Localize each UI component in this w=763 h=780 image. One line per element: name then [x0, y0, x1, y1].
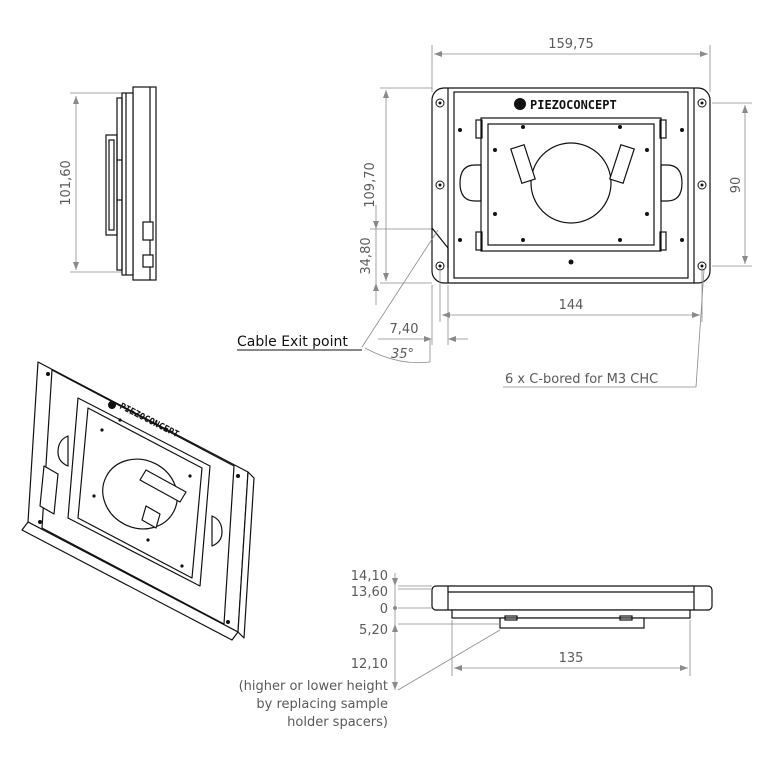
- cable-exit-label: Cable Exit point: [237, 334, 348, 350]
- cable-offset-label: 7,40: [390, 322, 419, 337]
- height-0: 0: [380, 602, 388, 617]
- height-1210: 12,10: [351, 657, 388, 672]
- cable-height-label: 34,80: [359, 237, 374, 274]
- height-note-1: (higher or lower height: [239, 679, 388, 694]
- height-note-3: holder spacers): [287, 715, 388, 730]
- side-height-label: 101,60: [59, 160, 74, 206]
- front-height-label: 109,70: [363, 162, 378, 208]
- cable-angle-label: 35°: [391, 347, 414, 362]
- isometric-view: PIEZOCONCEPT: [21, 361, 255, 641]
- mount-holes: [435, 98, 707, 271]
- brand-name: PIEZOCONCEPT: [530, 98, 617, 112]
- front-view: 159,75 109,70 34,80 90: [237, 37, 752, 388]
- height-520: 5,20: [359, 623, 388, 638]
- iso-logo-icon: [108, 401, 116, 409]
- height-1410: 14,10: [351, 569, 388, 584]
- hole-spacing-label: 144: [559, 298, 584, 313]
- cbore-note: 6 x C-bored for M3 CHC: [505, 372, 658, 387]
- bottom-width-label: 135: [559, 651, 584, 666]
- bottom-view: 14,10 13,60 0 5,20 12,10 (higher or lowe…: [239, 569, 713, 730]
- side-view: 101,60: [59, 86, 157, 281]
- logo-icon: [514, 98, 526, 110]
- height-note-2: by replacing sample: [256, 697, 388, 712]
- top-width-label: 159,75: [548, 37, 594, 52]
- height-1360: 13,60: [351, 585, 388, 600]
- right-height-label: 90: [729, 177, 744, 194]
